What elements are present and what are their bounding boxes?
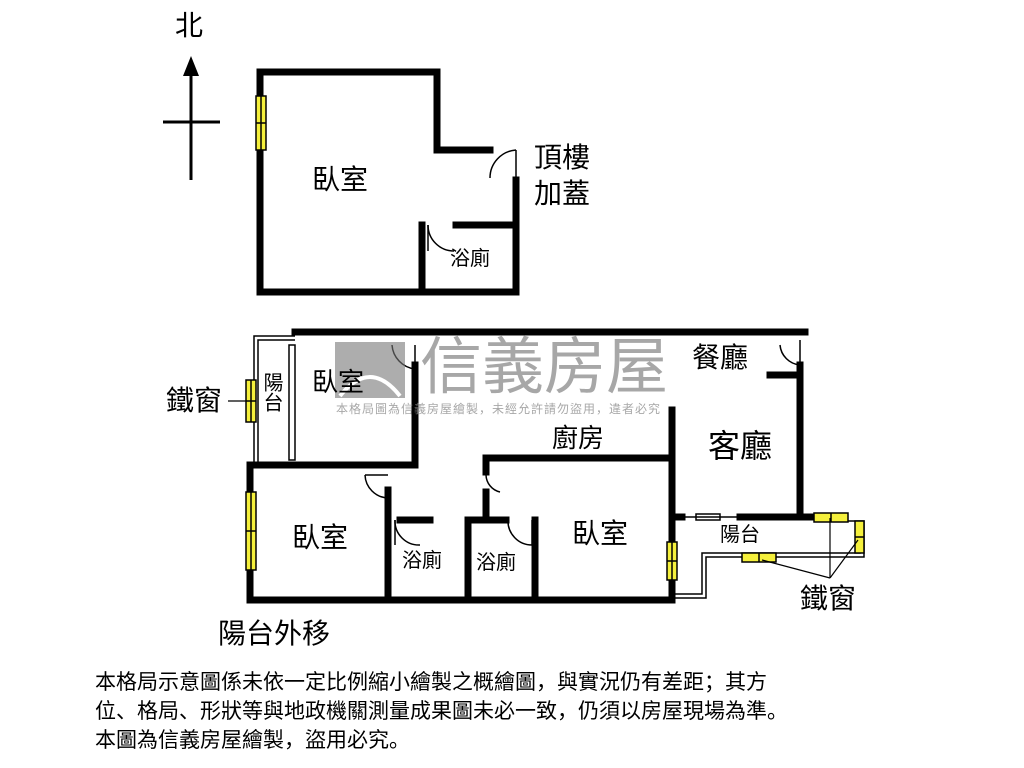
balcony-moved-label: 陽台外移 [218, 617, 331, 650]
north-label: 北 [175, 9, 204, 42]
room-label: 浴廁 [450, 246, 490, 270]
room-label: 臥室 [572, 517, 629, 550]
note-line: 位、格局、形狀等與地政機關測量成果圖未必一致，仍須以房屋現場為準。 [95, 699, 788, 723]
window-icon [245, 379, 865, 581]
iron-window-label: 鐵窗 [166, 384, 223, 417]
watermark-notice: 本格局圖為信義房屋繪製，未經允許請勿盜用，違者必究 [336, 402, 662, 416]
watermark-logo [335, 342, 405, 398]
disclaimer-note: 本格局示意圖係未依一定比例縮小繪製之概繪圖，與實況仍有差距；其方 位、格局、形狀… [95, 668, 955, 755]
room-label: 臥室 [292, 521, 349, 554]
upper-unit-walls [256, 68, 520, 296]
rooftop-label: 頂樓 [534, 141, 591, 174]
room-label: 臥室 [312, 163, 369, 196]
note-line: 本格局示意圖係未依一定比例縮小繪製之概繪圖，與實況仍有差距；其方 [95, 670, 767, 694]
window-icon [255, 95, 267, 151]
room-label: 廚房 [552, 424, 605, 454]
upper-doors [427, 149, 517, 252]
room-label: 陽台 [260, 372, 284, 412]
compass-icon [163, 56, 220, 180]
room-label: 浴廁 [402, 548, 442, 572]
room-label: 餐廳 [692, 341, 749, 374]
note-line: 本圖為信義房屋繪製，盜用必究。 [95, 728, 410, 752]
iron-window-label: 鐵窗 [800, 582, 857, 615]
room-label: 臥室 [312, 368, 365, 398]
room-label: 客廳 [708, 427, 773, 465]
rooftop-label: 加蓋 [534, 177, 591, 210]
room-label: 浴廁 [476, 550, 516, 574]
leader-lines [228, 400, 859, 579]
room-label: 陽台 [720, 522, 760, 546]
watermark-brand: 信義房屋 [420, 330, 669, 403]
